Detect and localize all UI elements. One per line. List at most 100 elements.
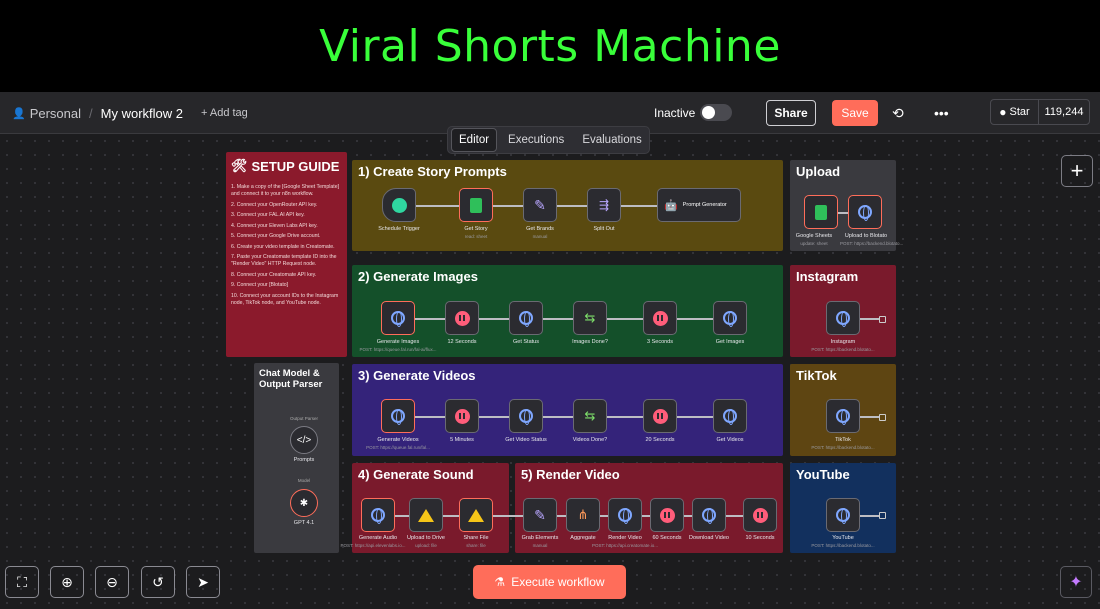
node-label: Share File xyxy=(463,535,489,541)
node-prompts[interactable]: </> xyxy=(290,426,318,454)
node-generate-audio[interactable] xyxy=(361,498,395,532)
node-images-done[interactable]: ⇆ xyxy=(573,301,607,335)
setup-step: 8. Connect your Creatomate API key. xyxy=(231,271,317,278)
node-wait-3[interactable] xyxy=(643,301,677,335)
connection xyxy=(479,318,509,320)
node-google-sheets[interactable] xyxy=(804,195,838,229)
node-videos-done[interactable]: ⇆ xyxy=(573,399,607,433)
node-subtitle: POST: https://api.creatomate.io... xyxy=(591,543,659,548)
node-tiktok[interactable] xyxy=(826,399,860,433)
node-get-brands[interactable]: ✎ xyxy=(523,188,557,222)
node-label: Get Video Status xyxy=(505,437,547,443)
add-tag-button[interactable]: + Add tag xyxy=(201,107,248,119)
add-connection-button[interactable] xyxy=(879,512,886,519)
flask-icon: ⚗ xyxy=(494,575,506,589)
reset-zoom-button[interactable]: ↺ xyxy=(141,566,175,598)
add-connection-button[interactable] xyxy=(879,316,886,323)
switch-icon: ⇆ xyxy=(584,408,596,423)
node-aggregate[interactable]: ⋔ xyxy=(566,498,600,532)
node-youtube[interactable] xyxy=(826,498,860,532)
active-toggle[interactable] xyxy=(700,104,732,121)
node-label: Split Out xyxy=(593,226,615,232)
tidy-up-button[interactable]: ➤ xyxy=(186,566,220,598)
node-prompt-generator[interactable]: 🤖 Prompt Generator xyxy=(657,188,741,222)
node-wait-10[interactable] xyxy=(743,498,777,532)
star-label: Star xyxy=(1009,106,1030,118)
save-button[interactable]: Save xyxy=(832,100,878,126)
connection xyxy=(557,205,587,207)
node-wait-20[interactable] xyxy=(643,399,677,433)
node-subtitle: share: file xyxy=(466,543,486,548)
robot-icon: 🤖 xyxy=(664,199,678,212)
node-get-video-status[interactable] xyxy=(509,399,543,433)
node-get-story[interactable] xyxy=(459,188,493,222)
node-wait-12[interactable] xyxy=(445,301,479,335)
more-options-icon[interactable]: ••• xyxy=(934,105,949,121)
zoom-out-icon: ⊖ xyxy=(106,573,118,590)
tab-evaluations[interactable]: Evaluations xyxy=(582,134,642,146)
zoom-in-button[interactable]: ⊕ xyxy=(50,566,84,598)
add-connection-button[interactable] xyxy=(879,414,886,421)
node-subtitle: POST: https://queue.fal.run/fal-ai/flux.… xyxy=(359,347,437,352)
github-star-widget[interactable]: ●Star 119,244 xyxy=(990,99,1090,125)
panel-generate-images[interactable]: 2) Generate Images xyxy=(352,265,783,357)
pause-icon xyxy=(752,507,768,523)
connection xyxy=(543,416,573,418)
node-label: Grab Elements xyxy=(521,535,559,541)
connection xyxy=(621,205,657,207)
setup-step: 9. Connect your [Blotato] xyxy=(231,282,289,289)
tab-executions[interactable]: Executions xyxy=(508,134,565,146)
node-label: Upload to Blotato xyxy=(844,233,888,239)
node-instagram[interactable] xyxy=(826,301,860,335)
panel-title: YouTube xyxy=(796,467,850,482)
pause-icon xyxy=(652,310,668,326)
node-get-status[interactable] xyxy=(509,301,543,335)
port-label: Model xyxy=(297,478,311,483)
share-button[interactable]: Share xyxy=(766,100,816,126)
node-wait-60[interactable] xyxy=(650,498,684,532)
panel-title: Upload xyxy=(796,164,841,179)
node-label: Images Done? xyxy=(572,339,608,345)
node-download-video[interactable] xyxy=(692,498,726,532)
ai-assistant-button[interactable]: ✦ xyxy=(1060,566,1092,598)
history-icon[interactable]: ⟲ xyxy=(892,104,904,121)
node-generate-images[interactable] xyxy=(381,301,415,335)
fit-view-button[interactable]: ⛶ xyxy=(5,566,39,598)
node-generate-videos[interactable] xyxy=(381,399,415,433)
globe-icon xyxy=(702,508,716,524)
zoom-out-button[interactable]: ⊖ xyxy=(95,566,129,598)
node-get-images[interactable] xyxy=(713,301,747,335)
panel-title: 5) Render Video xyxy=(521,467,620,482)
node-label: 20 Seconds xyxy=(645,437,675,443)
panel-render-video[interactable]: 5) Render Video xyxy=(515,463,783,553)
panel-chat-model[interactable]: Chat Model & Output Parser xyxy=(254,363,339,553)
panel-generate-videos[interactable]: 3) Generate Videos xyxy=(352,364,783,456)
node-share-file[interactable] xyxy=(459,498,493,532)
add-node-button[interactable]: + xyxy=(1061,155,1093,187)
node-label: 5 Minutes xyxy=(450,437,474,443)
execute-workflow-button[interactable]: ⚗ Execute workflow xyxy=(473,565,626,599)
node-upload-blotato[interactable] xyxy=(848,195,882,229)
node-label: 10 Seconds xyxy=(745,535,775,541)
connection xyxy=(683,515,693,517)
node-upload-drive[interactable] xyxy=(409,498,443,532)
node-label: TikTok xyxy=(835,437,851,443)
node-render-video[interactable] xyxy=(608,498,642,532)
pencil-icon: ✎ xyxy=(534,196,546,213)
node-schedule-trigger[interactable] xyxy=(382,188,416,222)
project-link[interactable]: Personal xyxy=(29,105,82,121)
node-gpt[interactable]: ✱ xyxy=(290,489,318,517)
workflow-name[interactable]: My workflow 2 xyxy=(100,105,183,121)
setup-step: 1. Make a copy of the [Google Sheet Temp… xyxy=(231,184,340,198)
status-label: Inactive xyxy=(654,92,695,134)
breadcrumb-separator: / xyxy=(89,105,93,121)
node-grab-elements[interactable]: ✎ xyxy=(523,498,557,532)
aggregate-icon: ⋔ xyxy=(577,507,589,522)
node-wait-5m[interactable] xyxy=(445,399,479,433)
tab-editor[interactable]: Editor xyxy=(451,128,498,152)
setup-guide-note[interactable]: 🛠SETUP GUIDE 1. Make a copy of the [Goog… xyxy=(226,152,347,357)
node-get-videos[interactable] xyxy=(713,399,747,433)
node-split-out[interactable]: ⇶ xyxy=(587,188,621,222)
node-subtitle: POST: https://backend.blotato... xyxy=(811,445,875,450)
github-icon: ● xyxy=(999,105,1007,119)
